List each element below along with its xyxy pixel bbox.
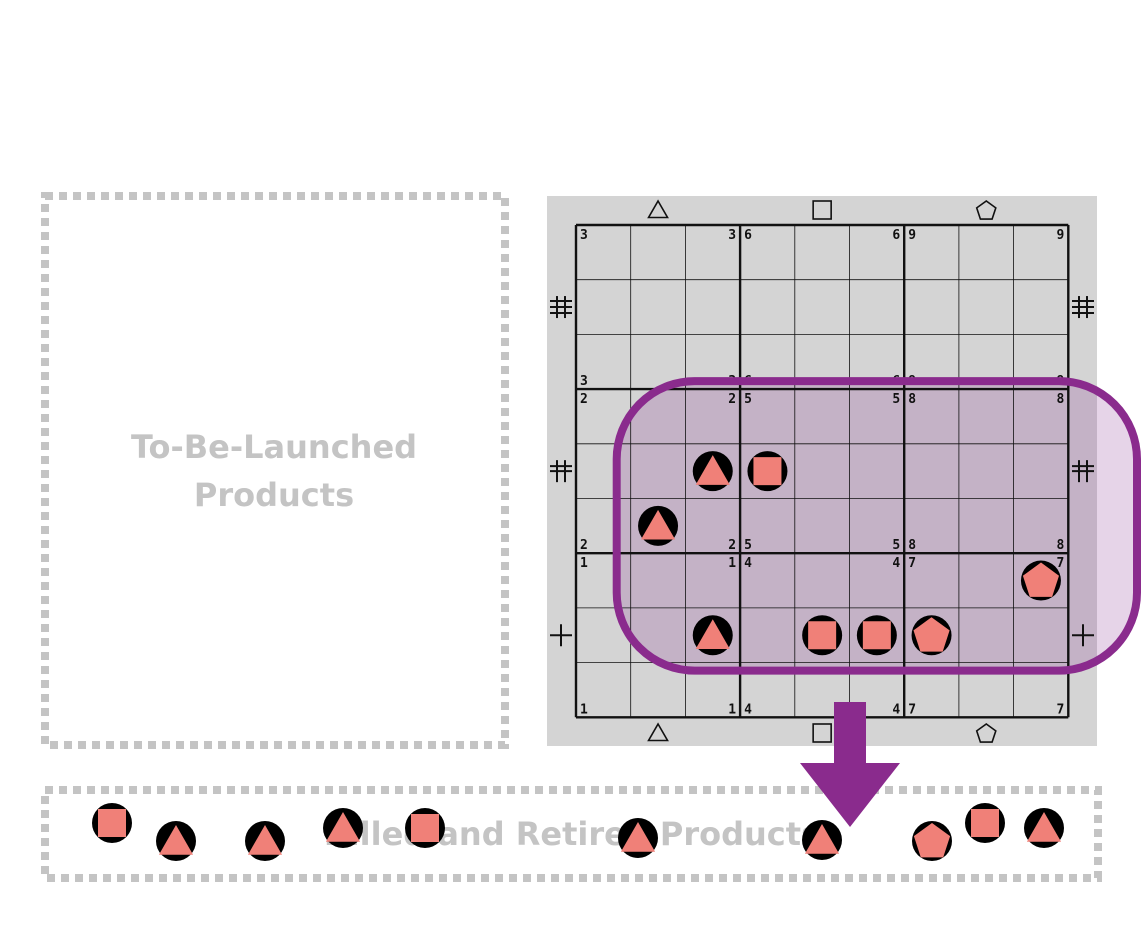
single-bar-cross-icon	[550, 624, 572, 647]
retired-tokens	[92, 803, 1064, 861]
block-corner-number: 1	[580, 556, 588, 571]
to-be-launched-label-line1: To-Be-Launched	[131, 428, 417, 466]
triangle-token-icon	[323, 808, 363, 848]
column-shape-markers	[647, 199, 997, 743]
pentagon-token-icon	[911, 615, 952, 656]
block-corner-number: 6	[744, 228, 752, 243]
active-portfolio-outline	[612, 377, 1141, 675]
block-corner-number: 5	[892, 392, 900, 407]
triangle-icon	[647, 722, 669, 742]
board-grid	[574, 223, 1070, 719]
square-icon	[812, 200, 832, 220]
triangle-token-icon	[692, 615, 733, 656]
block-corner-number: 5	[744, 538, 752, 553]
block-corner-number: 4	[892, 702, 900, 717]
triangle-token-icon	[245, 821, 285, 861]
block-corner-number: 3	[580, 374, 588, 389]
triangle-icon	[647, 199, 669, 219]
triple-bar-cross-icon	[1072, 296, 1094, 319]
board-tokens	[638, 451, 1061, 656]
triangle-token-icon	[1024, 808, 1064, 848]
to-be-launched-zone: To-Be-Launched Products	[41, 192, 509, 749]
retire-arrow-icon	[800, 702, 900, 827]
block-corner-number: 8	[1056, 392, 1064, 407]
double-bar-cross-icon	[550, 460, 572, 483]
block-corner-number: 3	[728, 228, 736, 243]
pentagon-icon	[975, 200, 997, 220]
double-bar-cross-icon	[1072, 460, 1094, 483]
block-corner-number: 9	[1056, 228, 1064, 243]
block-corner-number: 2	[580, 392, 588, 407]
active-portfolio-fill	[616, 381, 1137, 671]
single-bar-cross-icon	[1072, 624, 1094, 647]
block-corner-number: 3	[580, 228, 588, 243]
block-corner-number: 5	[892, 538, 900, 553]
block-corner-number: 8	[908, 392, 916, 407]
block-corner-number: 7	[1056, 556, 1064, 571]
to-be-launched-border	[41, 192, 509, 749]
square-token-icon	[405, 808, 445, 848]
square-token-icon	[856, 615, 897, 656]
block-corner-number: 9	[908, 228, 916, 243]
block-corner-number: 6	[892, 228, 900, 243]
triangle-token-icon	[156, 821, 196, 861]
square-token-icon	[965, 803, 1005, 843]
triple-bar-cross-icon	[550, 296, 572, 319]
pentagon-token-icon	[912, 821, 952, 861]
block-corner-number: 7	[908, 702, 916, 717]
block-corner-number: 5	[744, 392, 752, 407]
block-corner-number: 1	[728, 556, 736, 571]
killed-retired-border	[41, 786, 1102, 882]
block-corner-number: 4	[744, 702, 752, 717]
block-corner-number: 8	[1056, 538, 1064, 553]
triangle-token-icon	[692, 451, 733, 492]
row-mark-symbols	[550, 296, 1094, 647]
block-corner-number: 1	[580, 702, 588, 717]
square-icon	[812, 723, 832, 743]
block-corner-number: 2	[728, 392, 736, 407]
block-corner-number: 4	[892, 556, 900, 571]
block-corner-number: 2	[728, 538, 736, 553]
block-corner-number: 7	[908, 556, 916, 571]
block-corner-number: 7	[1056, 702, 1064, 717]
to-be-launched-label-line2: Products	[194, 476, 354, 514]
triangle-token-icon	[618, 818, 658, 858]
square-token-icon	[802, 615, 843, 656]
killed-retired-label: Killed and Retired Products	[324, 815, 820, 853]
pentagon-token-icon	[1020, 560, 1061, 601]
block-corner-number: 1	[728, 702, 736, 717]
block-corner-number: 2	[580, 538, 588, 553]
square-token-icon	[747, 451, 788, 492]
pentagon-icon	[975, 723, 997, 743]
block-corner-number: 4	[744, 556, 752, 571]
triangle-token-icon	[802, 820, 842, 860]
square-token-icon	[92, 803, 132, 843]
triangle-token-icon	[638, 505, 679, 546]
block-corner-number: 8	[908, 538, 916, 553]
